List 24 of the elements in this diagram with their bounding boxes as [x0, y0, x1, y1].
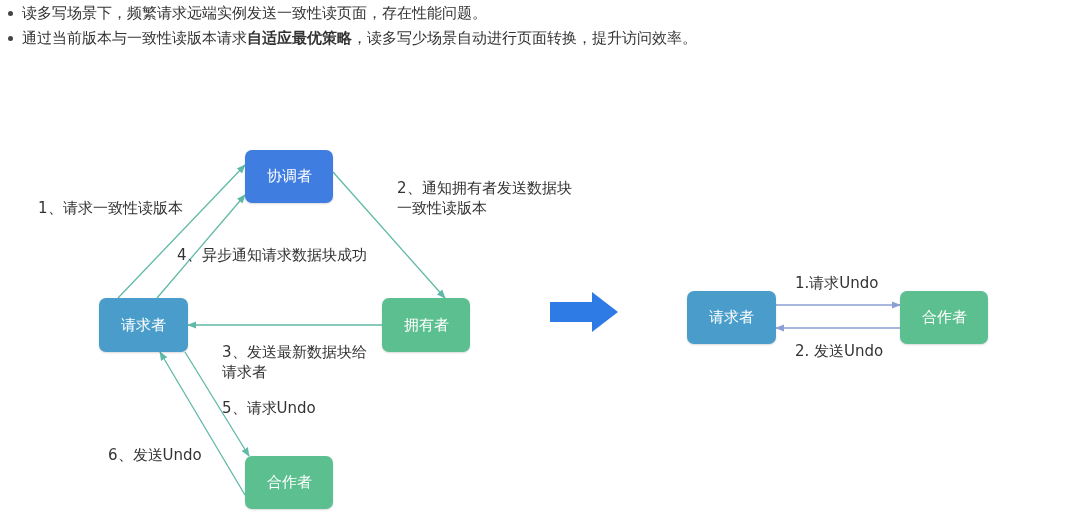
edge-label: 5、请求Undo [222, 398, 317, 418]
process-box: 拥有者 [382, 298, 470, 352]
arrow [332, 171, 446, 299]
arrow [117, 164, 246, 299]
edge-label: 6、发送Undo [108, 445, 203, 465]
process-box: 协调者 [245, 150, 333, 203]
process-box: 请求者 [687, 291, 776, 344]
arrow [187, 321, 383, 329]
edge-label: 1.请求Undo [795, 273, 880, 293]
process-box: 合作者 [245, 456, 333, 509]
bullet-text: 读多写场景下，频繁请求远端实例发送一致性读页面，存在性能问题。 [22, 4, 487, 23]
arrow [184, 351, 250, 457]
arrow [775, 301, 901, 309]
arrow [775, 324, 901, 332]
bullet-text: 通过当前版本与一致性读版本请求自适应最优策略，读多写少场景自动进行页面转换，提升访问效率。 [22, 29, 697, 48]
arrow [156, 194, 246, 299]
edge-label: 3、发送最新数据块给请求者 [222, 342, 368, 382]
edge-label: 4、异步通知请求数据块成功 [177, 245, 368, 265]
edge-label: 1、请求一致性读版本 [38, 198, 184, 218]
edge-label: 2、通知拥有者发送数据块一致性读版本 [397, 178, 572, 218]
arrow [159, 351, 246, 496]
process-box: 合作者 [900, 291, 988, 344]
process-box: 请求者 [99, 298, 188, 352]
edge-label: 2. 发送Undo [795, 341, 885, 361]
